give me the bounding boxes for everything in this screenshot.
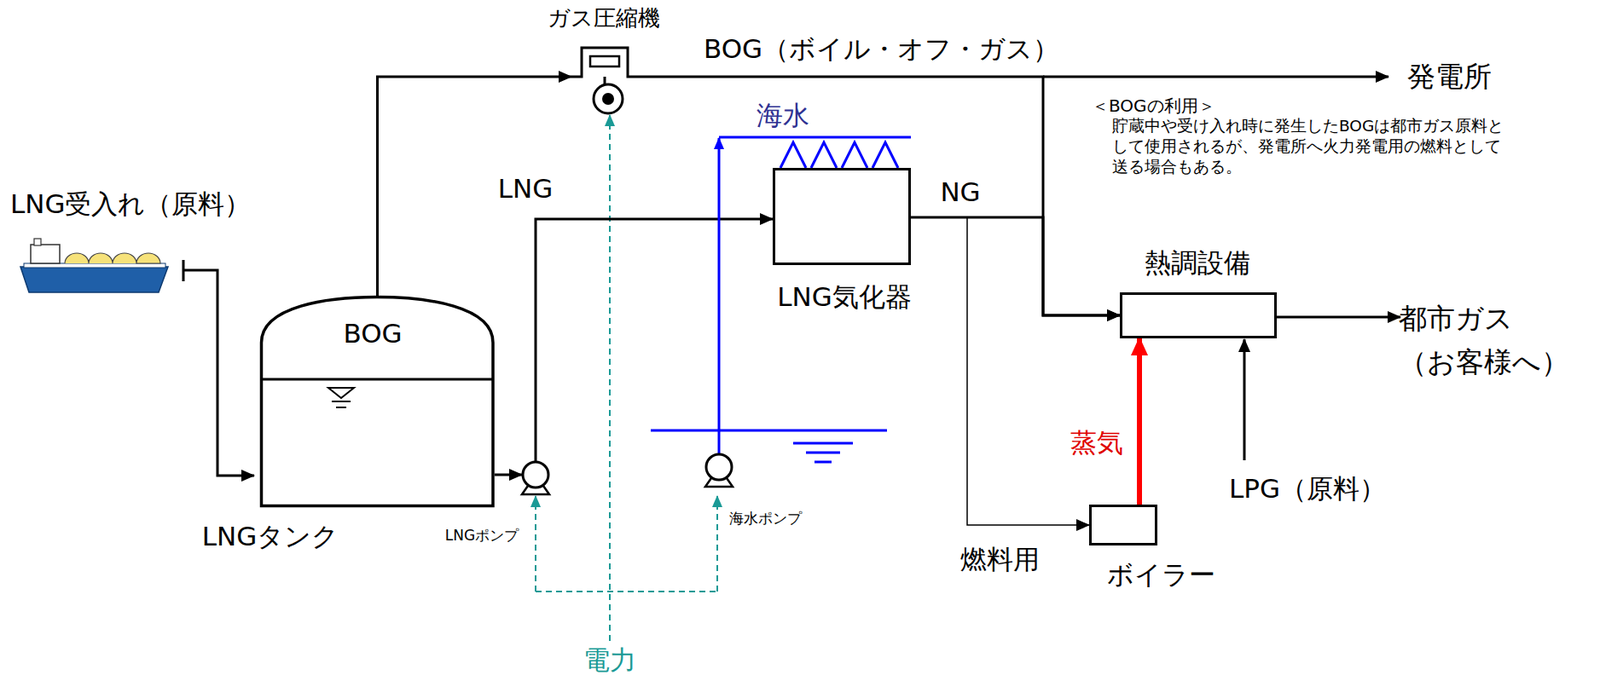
edge-label: 海水 [756,99,810,132]
lng-pump: LNGポンプ [518,460,553,495]
flow-connector [377,76,573,296]
power-lines [535,115,718,642]
ship-cargo-domes [64,253,161,264]
note-heading: ＜BOGの利用＞ [1091,95,1216,116]
compressor-shaft [603,76,607,85]
flow-connector [535,219,773,463]
node-shape [518,460,553,495]
power-bus [535,591,718,593]
node-label: ボイラー [1107,559,1216,592]
node-label: LNGタンク [202,521,339,553]
sea-surface [650,430,887,463]
source-label: LNG受入れ（原料） [10,188,251,221]
seawater-pump: 海水ポンプ [701,452,737,487]
boiler: ボイラー [1089,504,1158,546]
flow-connector [910,217,1090,526]
node-label: 海水ポンプ [729,510,802,528]
node-label: 熱調設備 [1144,247,1251,279]
edge-label: NG [939,176,980,209]
power-to-seawater-pump [716,496,719,592]
flow-connector [718,138,721,455]
lpg-in [1243,339,1247,461]
node-shape [1119,292,1277,339]
heat-adjust-unit: 熱調設備 [1119,292,1277,339]
edge-label: 蒸気 [1070,427,1124,459]
node-shape [772,168,911,266]
destination-label: 都市ガス （お客様へ） [1398,296,1595,384]
node-label: LNG気化器 [776,281,911,314]
seawater-spray [780,142,899,169]
destination-label: 発電所 [1407,59,1492,94]
note-text: 貯蔵中や受け入れ時に発生したBOGは都市ガス原料として使用されるが、発電所へ火力… [1112,115,1514,178]
unloading-line [183,260,255,476]
line-label: BOG（ボイル・オフ・ガス） [703,33,1060,65]
compressor-window [590,56,620,67]
node-label: ガス圧縮機 [547,5,661,32]
lng-tank: BOGLNGタンク [260,295,495,508]
edge-label: 燃料用 [960,544,1040,576]
node-shape [1089,504,1158,546]
city-gas-out [1276,316,1401,319]
box-outline [1090,506,1157,545]
lng-ship [20,238,255,476]
source-label: LPG（原料） [1228,473,1386,505]
box-outline [774,169,911,265]
level-symbol [328,388,354,408]
lng-vaporizer: LNG気化器 [772,168,911,266]
flow-connector [910,217,1120,316]
flow-connector [637,76,1120,316]
power-label: 電力 [583,644,637,677]
node-shape [576,46,633,77]
node-label: BOG [342,318,402,350]
pump-casing [706,454,732,481]
compressor-hub [602,92,615,105]
ship-bridge [30,244,60,264]
box-outline [1121,294,1276,338]
node-label: LNGポンプ [445,527,519,545]
pump-casing [522,462,549,488]
node-shape [701,452,737,487]
bog-to-power-plant [1043,75,1389,79]
ship-hull [20,266,169,293]
flow-connector [494,474,522,477]
edge-label: LNG [498,173,553,205]
liquid-level [261,378,494,382]
tank-outline [261,297,494,507]
power-to-compressor [608,115,611,642]
flow-connector [1136,338,1143,505]
seawater-header [718,136,911,140]
compressor-body [571,47,638,77]
power-to-lng-pump [534,496,537,592]
ship-funnel [34,238,41,246]
gas-compressor: ガス圧縮機 [576,46,633,77]
compressor-motor [593,84,623,114]
